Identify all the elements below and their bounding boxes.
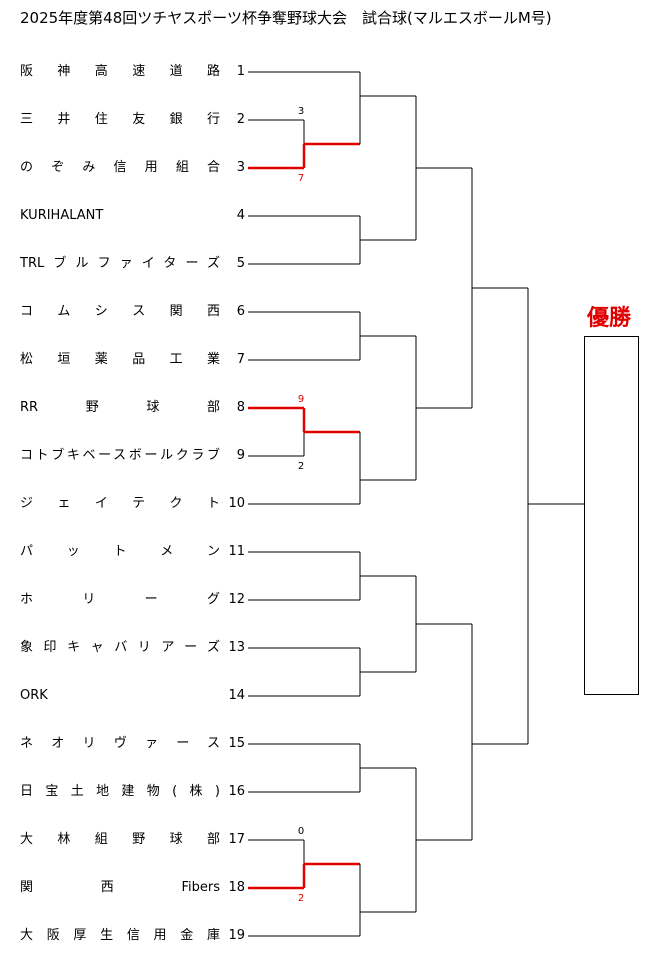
team-name: 大阪厚生信用金庫 xyxy=(20,928,220,943)
match-score: 3 xyxy=(297,106,305,117)
team-row: 松垣薬品工業 7 xyxy=(20,350,245,370)
match-score: 0 xyxy=(297,826,305,837)
team-name: パットメン xyxy=(20,544,220,559)
team-name: 松垣薬品工業 xyxy=(20,352,220,367)
team-row: RR野球部 8 xyxy=(20,398,245,418)
team-row: ホリーグ 12 xyxy=(20,590,245,610)
team-number: 5 xyxy=(236,256,245,271)
team-number: 7 xyxy=(236,352,245,367)
team-row: ジェイテクト 10 xyxy=(20,494,245,514)
team-number: 10 xyxy=(228,496,245,511)
team-number: 18 xyxy=(228,880,245,895)
team-name: ジェイテクト xyxy=(20,496,220,511)
team-number: 14 xyxy=(228,688,245,703)
team-number: 19 xyxy=(228,928,245,943)
match-score: 9 xyxy=(297,394,305,405)
team-name: KURIHALANT xyxy=(20,208,104,223)
team-number: 1 xyxy=(236,64,245,79)
team-row: 関西Fibers 18 xyxy=(20,878,245,898)
champion-box xyxy=(584,336,639,695)
team-name: 象印キャバリアーズ xyxy=(20,640,220,655)
team-number: 13 xyxy=(228,640,245,655)
team-name: 大林組野球部 xyxy=(20,832,220,847)
team-name: RR野球部 xyxy=(20,400,220,415)
team-name: 日宝土地建物(株) xyxy=(20,784,220,799)
tournament-title: 2025年度第48回ツチヤスポーツ杯争奪野球大会 試合球(マルエスボールM号) xyxy=(20,9,552,27)
team-row: KURIHALANT 4 xyxy=(20,206,245,226)
team-row: ネオリヴァース 15 xyxy=(20,734,245,754)
team-row: コムシス関西 6 xyxy=(20,302,245,322)
team-row: 阪神高速道路 1 xyxy=(20,62,245,82)
team-row: 三井住友銀行 2 xyxy=(20,110,245,130)
team-number: 11 xyxy=(228,544,245,559)
team-row: TRLブルファイターズ 5 xyxy=(20,254,245,274)
team-number: 6 xyxy=(236,304,245,319)
team-name: TRLブルファイターズ xyxy=(20,256,220,271)
team-number: 12 xyxy=(228,592,245,607)
match-score: 7 xyxy=(297,173,305,184)
team-name: コムシス関西 xyxy=(20,304,220,319)
team-number: 9 xyxy=(236,448,245,463)
match-score: 2 xyxy=(297,893,305,904)
team-name: 関西Fibers xyxy=(20,880,220,895)
team-row: 大林組野球部 17 xyxy=(20,830,245,850)
team-row: 大阪厚生信用金庫 19 xyxy=(20,926,245,946)
team-row: のぞみ信用組合 3 xyxy=(20,158,245,178)
team-name: コトブキベースボールクラブ xyxy=(20,448,220,463)
team-number: 2 xyxy=(236,112,245,127)
team-number: 4 xyxy=(236,208,245,223)
team-number: 17 xyxy=(228,832,245,847)
team-number: 15 xyxy=(228,736,245,751)
team-row: コトブキベースボールクラブ 9 xyxy=(20,446,245,466)
match-score: 2 xyxy=(297,461,305,472)
team-number: 16 xyxy=(228,784,245,799)
team-number: 8 xyxy=(236,400,245,415)
team-name: ホリーグ xyxy=(20,592,220,607)
team-name: ネオリヴァース xyxy=(20,736,220,751)
champion-label: 優勝 xyxy=(587,305,632,331)
team-name: ORK xyxy=(20,688,48,703)
team-name: 阪神高速道路 xyxy=(20,64,220,79)
team-number: 3 xyxy=(236,160,245,175)
team-row: 日宝土地建物(株) 16 xyxy=(20,782,245,802)
team-row: パットメン 11 xyxy=(20,542,245,562)
team-name: 三井住友銀行 xyxy=(20,112,220,127)
team-name: のぞみ信用組合 xyxy=(20,160,220,175)
team-row: 象印キャバリアーズ 13 xyxy=(20,638,245,658)
team-row: ORK 14 xyxy=(20,686,245,706)
